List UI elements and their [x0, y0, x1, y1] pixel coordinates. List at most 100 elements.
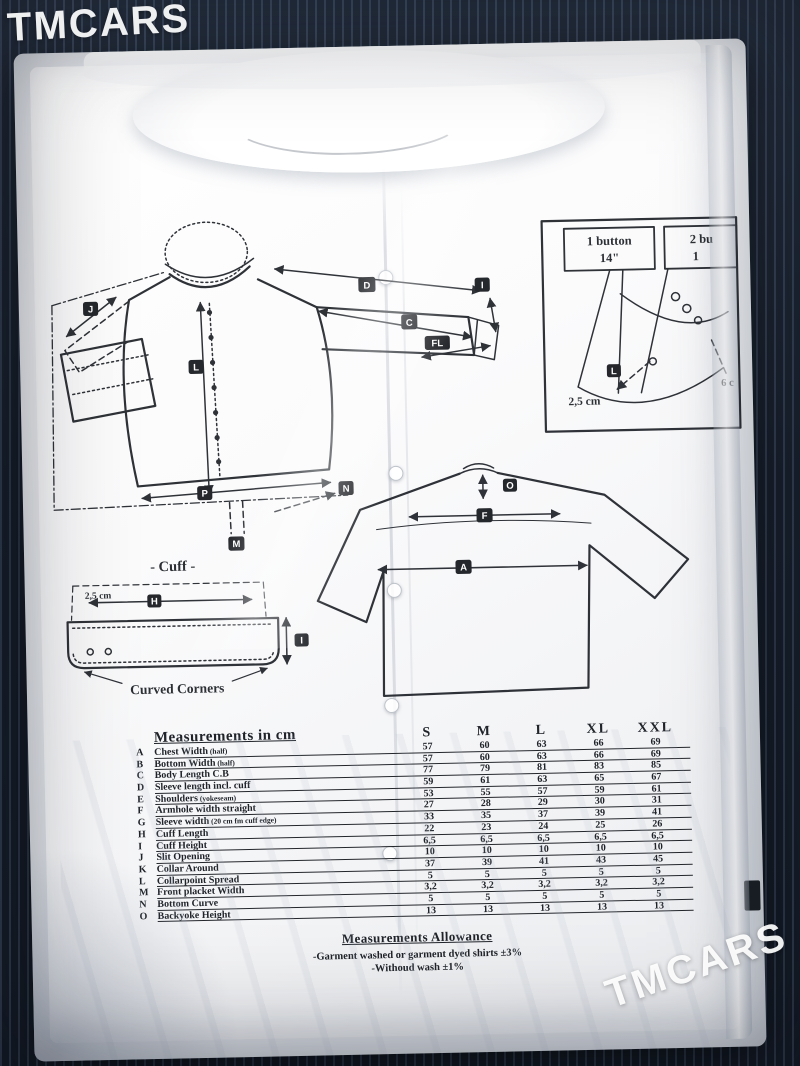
front-shirt-diagram: J D C I FL L P M N	[51, 221, 500, 551]
label-H-cuff: H	[147, 594, 162, 608]
row-value: 35	[480, 810, 492, 822]
svg-text:M: M	[232, 539, 240, 550]
svg-text:I: I	[481, 280, 484, 291]
size-column-header: M	[476, 723, 493, 740]
row-value: 13	[653, 899, 665, 912]
row-note: (half)	[215, 757, 235, 768]
row-value: 6,5	[537, 832, 550, 844]
row-value: 41	[538, 855, 550, 867]
row-value: 55	[480, 786, 491, 798]
label-J: J	[82, 301, 99, 317]
row-value: 63	[537, 773, 548, 786]
row-value: 83	[593, 760, 605, 773]
row-value: 57	[422, 752, 433, 765]
cuff-height-arrow	[281, 616, 292, 665]
row-value: 6,5	[651, 829, 664, 842]
row-letter: J	[138, 852, 144, 864]
cuff-diagram: - Cuff - 2,5 cm H I Curved Corners	[66, 558, 309, 697]
row-letter: C	[136, 770, 145, 782]
row-value: 13	[596, 901, 608, 913]
row-value: 61	[651, 783, 662, 795]
row-letter: L	[138, 875, 146, 887]
label-I: I	[474, 277, 490, 292]
row-value: 37	[537, 808, 549, 821]
row-value: 5	[484, 868, 490, 880]
row-value: 23	[481, 821, 492, 833]
back-shirt-diagram: O F A	[316, 463, 690, 698]
row-value: 60	[479, 739, 490, 752]
row-value: 85	[650, 759, 662, 771]
svg-text:O: O	[506, 481, 514, 492]
row-value: 3,2	[481, 880, 494, 892]
label-P: P	[197, 485, 213, 501]
row-value: 67	[651, 771, 662, 783]
size-column-header: L	[535, 722, 548, 738]
row-letter: F	[137, 805, 144, 817]
row-value: 10	[424, 846, 435, 858]
collar-dotted-outline	[164, 221, 249, 284]
row-value: 57	[537, 785, 548, 797]
row-value: 26	[652, 818, 663, 830]
row-value: 3,2	[595, 877, 608, 890]
row-value: 63	[536, 738, 547, 750]
row-value: 27	[423, 799, 434, 811]
row-value: 10	[481, 845, 492, 857]
row-value: 5	[428, 893, 434, 905]
row-value: 61	[480, 775, 491, 787]
placket-button-dots	[206, 309, 222, 465]
row-value: 5	[655, 864, 661, 877]
row-value: 60	[479, 751, 490, 763]
cuff-outline	[66, 616, 280, 670]
rolled-cuff	[59, 337, 157, 423]
row-value: 25	[595, 819, 606, 831]
collar-detail-diagram: 1 button 14" 2 bu 1 L 2,5 cm 6 c	[540, 216, 742, 433]
svg-text:L: L	[193, 362, 199, 373]
collar-box2-line1: 2 bu	[690, 232, 714, 246]
collar-box1-line2: 14"	[600, 251, 620, 265]
table-title: Measurements in cm	[153, 727, 297, 746]
row-value: 39	[594, 807, 606, 819]
svg-text:N: N	[343, 484, 350, 495]
row-value: 59	[594, 784, 605, 796]
row-value: 13	[425, 904, 437, 916]
svg-text:A: A	[460, 562, 467, 573]
row-value: 5	[485, 891, 491, 904]
measure-arrow-L	[195, 301, 214, 495]
row-letter: O	[139, 910, 148, 922]
measure-arrow-I	[486, 297, 500, 333]
svg-text:P: P	[201, 489, 208, 500]
size-column-header: XXL	[637, 720, 674, 736]
row-letter: M	[139, 887, 149, 899]
row-value: 10	[538, 843, 549, 856]
row-value: 66	[593, 737, 604, 749]
size-column-header: S	[422, 725, 433, 741]
row-note: (yokeseam)	[197, 793, 237, 803]
row-value: 39	[481, 856, 493, 869]
svg-text:J: J	[88, 304, 94, 315]
cuff-caption: Curved Corners	[130, 680, 225, 697]
row-letter: E	[137, 793, 144, 806]
row-value: 37	[424, 858, 436, 870]
printed-insert-artwork: J D C I FL L P M N 1 button 14" 2 bu 1	[51, 216, 742, 698]
row-value: 10	[652, 841, 663, 853]
row-value: 28	[480, 798, 491, 810]
svg-text:C: C	[406, 318, 413, 329]
label-C: C	[401, 314, 418, 330]
collar-note-25cm: 2,5 cm	[568, 396, 601, 409]
measure-arrow-P	[141, 478, 332, 503]
label-F: F	[476, 508, 493, 523]
measure-arrow-N	[274, 491, 336, 513]
row-value: 65	[594, 772, 605, 784]
row-value: 43	[595, 854, 607, 866]
label-M: M	[228, 536, 245, 551]
row-value: 30	[594, 795, 605, 808]
row-note: (20 cm fm cuff edge)	[209, 815, 277, 826]
row-letter: K	[138, 864, 147, 876]
row-value: 6,5	[594, 831, 607, 843]
row-value: 3,2	[424, 881, 437, 893]
row-value: 6,5	[480, 833, 493, 845]
row-note: (half)	[207, 746, 228, 756]
cuff-length-arrow	[88, 594, 253, 608]
row-letter: A	[136, 747, 144, 759]
